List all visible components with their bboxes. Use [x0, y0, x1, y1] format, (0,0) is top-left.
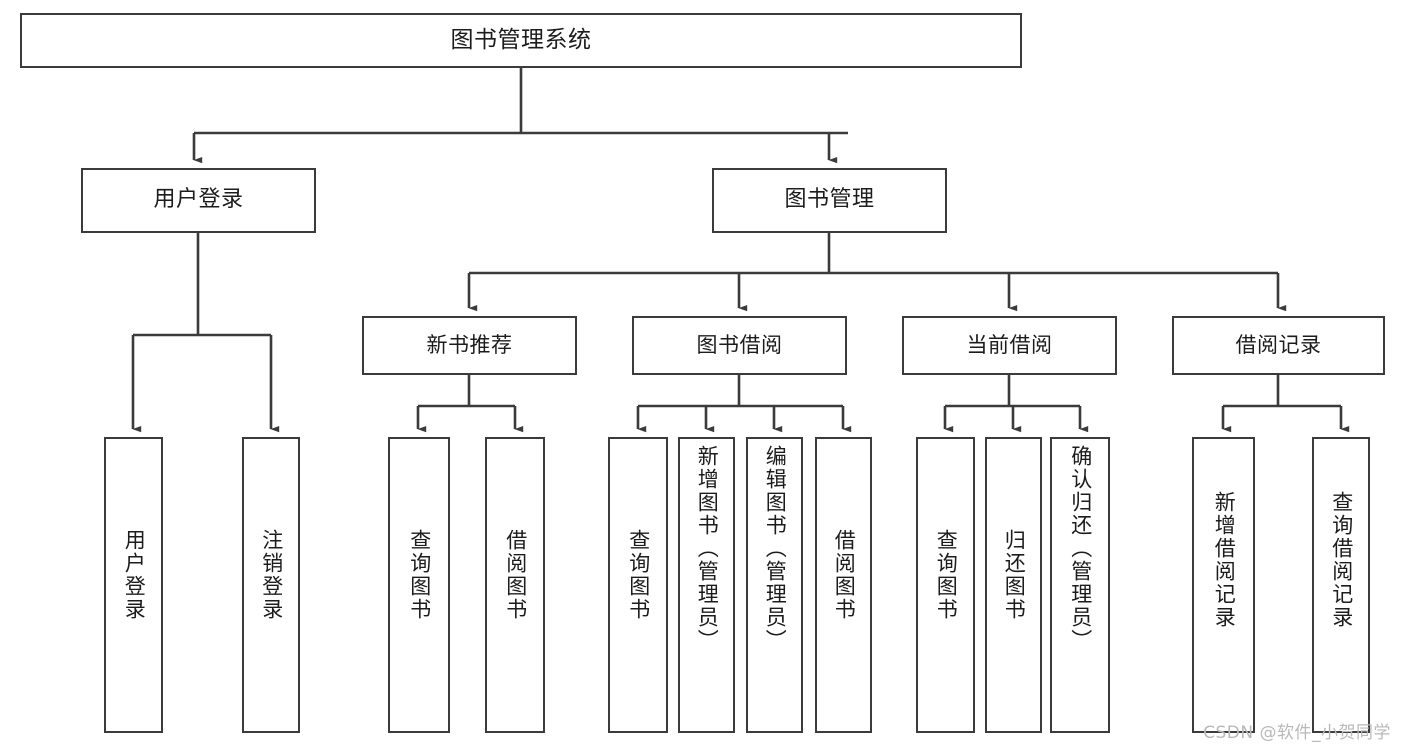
node-leaf-query-book-1-label: 查询图书 [407, 529, 432, 621]
node-leaf-logout[interactable]: 注销登录 [242, 437, 300, 733]
node-book-manage[interactable]: 图书管理 [712, 168, 947, 233]
node-book-manage-label: 图书管理 [784, 187, 875, 213]
node-book-borrow[interactable]: 图书借阅 [632, 316, 847, 375]
node-new-book-recommend[interactable]: 新书推荐 [362, 316, 577, 375]
node-leaf-borrow-book-2[interactable]: 借阅图书 [815, 437, 872, 733]
node-user-login-label: 用户登录 [153, 187, 244, 213]
node-borrow-record-label: 借阅记录 [1235, 332, 1322, 357]
node-borrow-record[interactable]: 借阅记录 [1172, 316, 1385, 375]
node-leaf-user-login-label: 用户登录 [122, 529, 147, 621]
node-leaf-query-book-2-label: 查询图书 [626, 529, 651, 621]
node-book-borrow-label: 图书借阅 [696, 332, 783, 357]
node-leaf-borrow-book-1-label: 借阅图书 [503, 529, 528, 621]
node-leaf-query-record[interactable]: 查询借阅记录 [1312, 437, 1370, 733]
node-leaf-return-book-label: 归还图书 [1002, 529, 1027, 621]
node-leaf-borrow-book-2-label: 借阅图书 [832, 529, 857, 621]
node-leaf-add-book-label: 新增图书（管理员） [695, 445, 720, 652]
node-leaf-add-record-label: 新增借阅记录 [1212, 491, 1237, 629]
node-root-label: 图书管理系统 [450, 26, 592, 53]
node-leaf-query-book-2[interactable]: 查询图书 [608, 437, 668, 733]
node-root[interactable]: 图书管理系统 [20, 13, 1022, 68]
node-leaf-add-book[interactable]: 新增图书（管理员） [678, 437, 735, 733]
node-leaf-query-book-3[interactable]: 查询图书 [916, 437, 975, 733]
node-leaf-return-book[interactable]: 归还图书 [985, 437, 1042, 733]
node-leaf-confirm-return-label: 确认归还（管理员） [1068, 445, 1093, 652]
node-leaf-borrow-book-1[interactable]: 借阅图书 [485, 437, 545, 733]
node-leaf-query-record-label: 查询借阅记录 [1329, 491, 1354, 629]
node-leaf-user-login[interactable]: 用户登录 [104, 437, 163, 733]
node-current-borrow[interactable]: 当前借阅 [902, 316, 1117, 375]
node-leaf-edit-book[interactable]: 编辑图书（管理员） [746, 437, 803, 733]
node-leaf-add-record[interactable]: 新增借阅记录 [1192, 437, 1255, 733]
node-user-login[interactable]: 用户登录 [81, 168, 316, 233]
node-current-borrow-label: 当前借阅 [966, 332, 1053, 357]
node-new-book-recommend-label: 新书推荐 [426, 332, 513, 357]
node-leaf-query-book-1[interactable]: 查询图书 [388, 437, 450, 733]
node-leaf-logout-label: 注销登录 [259, 529, 284, 621]
node-leaf-query-book-3-label: 查询图书 [934, 529, 959, 621]
node-leaf-edit-book-label: 编辑图书（管理员） [763, 445, 788, 652]
node-leaf-confirm-return[interactable]: 确认归还（管理员） [1050, 437, 1110, 733]
